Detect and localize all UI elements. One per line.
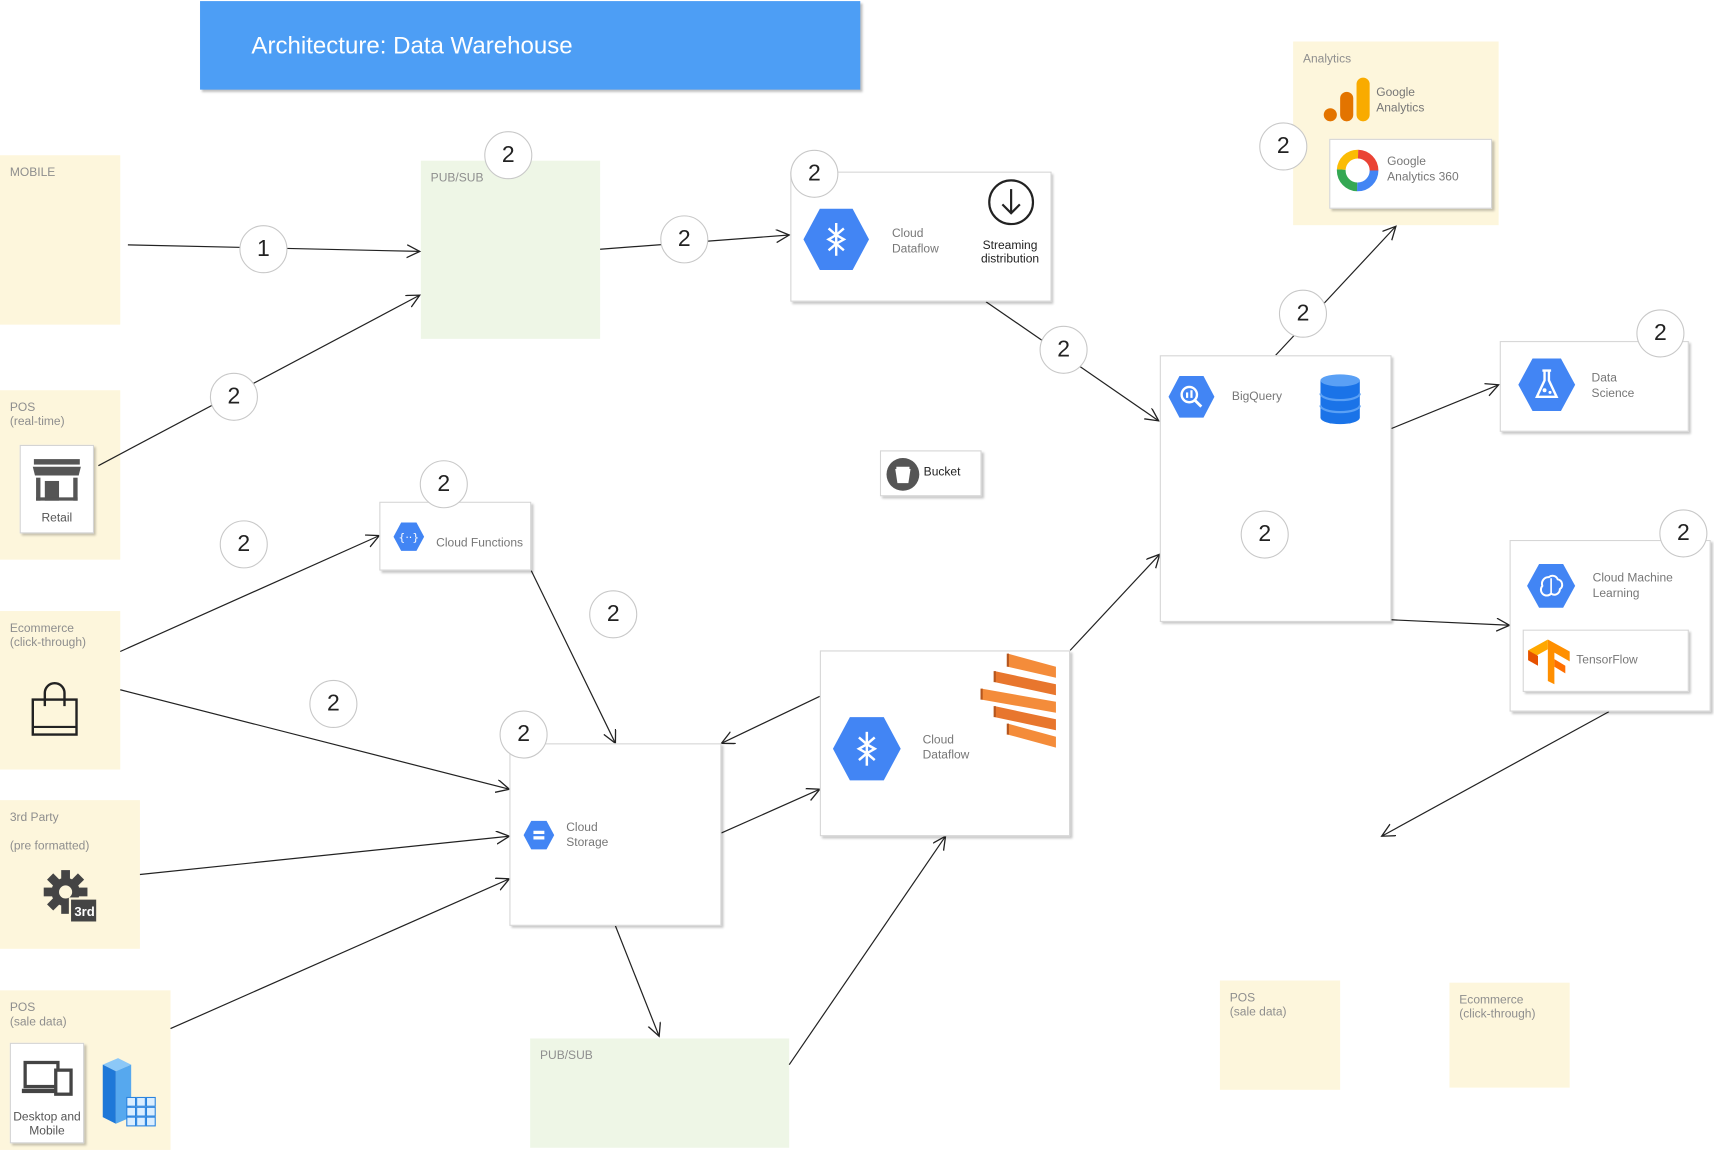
bigquery-label: BigQuery	[1231, 390, 1283, 404]
zone-label-pubsub-top: PUB/SUB	[430, 171, 484, 185]
retail-node[interactable]: Retail	[19, 444, 95, 534]
aws-kinesis-icon	[980, 653, 1056, 748]
edge-bigquery-ml	[1391, 620, 1510, 625]
tensorflow-label: TensorFlow	[1576, 653, 1638, 667]
step-badge-cloud-functions: 2	[419, 460, 468, 509]
step-badge-cloud-ml: 2	[1659, 509, 1708, 558]
zone-label-pos-sale-right: POS (sale data)	[1229, 991, 1287, 1019]
step-badge-ecommerce-storage: 2	[309, 679, 358, 729]
cloud-functions-label: Cloud Functions	[436, 536, 524, 550]
zone-label-mobile: MOBILE	[9, 166, 56, 180]
tensorflow-card[interactable]: TensorFlow	[1522, 629, 1689, 692]
step-badge-pubsub: 2	[484, 131, 533, 180]
bucket-icon	[886, 458, 920, 491]
step-badge-dataflow-bigquery: 2	[1039, 325, 1088, 374]
retail-label: Retail	[41, 511, 73, 525]
edge-storage-pubsub	[614, 925, 659, 1036]
step-badge-mobile: 1	[239, 225, 288, 274]
data-science-label: Data Science	[1591, 371, 1635, 401]
desktop-mobile-label: Desktop and Mobile	[13, 1110, 81, 1138]
cloud-storage-icon	[523, 820, 555, 850]
data-science-flask-icon	[1518, 358, 1576, 412]
cloud-dataflow-icon	[803, 208, 870, 270]
bucket-label: Bucket	[923, 465, 961, 479]
zone-label-analytics: Analytics	[1302, 52, 1352, 66]
zone-label-pos-sale: POS (sale data)	[9, 1001, 67, 1029]
zone-ecommerce-right: Ecommerce (click-through)	[1449, 982, 1570, 1088]
analytics-360-ring-icon	[1336, 149, 1379, 192]
edge-ml-out	[1382, 711, 1610, 837]
zone-pubsub-top: PUB/SUB	[420, 160, 601, 339]
desktop-mobile-icon	[21, 1060, 73, 1096]
cloud-ml-brain-icon	[1527, 564, 1576, 608]
third-party-gear-icon	[43, 870, 99, 924]
google-analytics-label: Google Analytics	[1376, 86, 1425, 115]
tensorflow-icon	[1528, 639, 1570, 685]
edge-dataflow2-storage	[721, 695, 821, 743]
cloud-storage-card[interactable]: Cloud Storage	[509, 743, 722, 926]
zone-pos-sale-right: POS (sale data)	[1219, 980, 1341, 1090]
edge-storage-dataflow2	[721, 789, 819, 834]
google-analytics-360-label: Google Analytics 360	[1387, 155, 1459, 184]
third-party-badge-text: 3rd	[74, 903, 95, 920]
cloud-ml-label: Cloud Machine Learning	[1592, 571, 1673, 601]
zone-ecommerce: Ecommerce (click-through)	[0, 611, 121, 770]
step-badge-pos: 2	[209, 372, 258, 421]
cloud-dataflow-bottom-label: Cloud Dataflow	[922, 733, 970, 762]
cloud-storage-label: Cloud Storage	[566, 820, 609, 850]
step-badge-data-science: 2	[1636, 309, 1685, 358]
desktop-mobile-node[interactable]: Desktop and Mobile	[9, 1042, 85, 1144]
zone-label-third-party: 3rd Party (pre formatted)	[9, 811, 90, 853]
zone-label-pos-realtime: POS (real-time)	[9, 401, 65, 429]
step-badge-bigquery-inner: 2	[1240, 510, 1289, 559]
step-badge-dataflow-top: 2	[790, 149, 839, 198]
bigquery-icon	[1168, 376, 1215, 418]
step-badge-functions-storage: 2	[589, 590, 638, 639]
database-cylinder-icon	[1319, 374, 1361, 425]
zone-third-party: 3rd Party (pre formatted)	[0, 800, 140, 949]
store-icon	[32, 459, 81, 501]
step-badge-pubsub-dataflow: 2	[660, 215, 709, 264]
step-badge-bigquery-analytics: 2	[1278, 289, 1328, 338]
cloud-dataflow-batch-card[interactable]: Cloud Dataflow	[819, 650, 1071, 837]
google-analytics-icon	[1323, 77, 1370, 122]
cloud-dataflow-streaming-card[interactable]: Cloud Dataflow Streaming distribution	[790, 171, 1052, 302]
data-science-card[interactable]: Data Science	[1499, 341, 1689, 432]
cloud-dataflow-top-label: Cloud Dataflow	[891, 227, 939, 256]
title-banner: Architecture: Data Warehouse	[200, 1, 861, 90]
edge-pubsub-dataflow2	[788, 836, 945, 1066]
edge-thirdparty-storage	[139, 836, 509, 876]
page-title: Architecture: Data Warehouse	[251, 31, 573, 59]
edge-dataflow2-bigquery	[1069, 554, 1160, 651]
cloud-dataflow-icon	[832, 717, 901, 781]
step-badge-analytics: 2	[1259, 122, 1308, 171]
bucket-card[interactable]: Bucket	[879, 450, 982, 497]
bigquery-card[interactable]: BigQuery	[1159, 355, 1392, 622]
edge-possale-storage	[170, 879, 510, 1030]
edge-pos-pubsub	[98, 295, 419, 467]
zone-label-ecommerce-right: Ecommerce (click-through)	[1459, 993, 1536, 1021]
zone-mobile: MOBILE	[0, 155, 121, 325]
zone-pubsub-bottom: PUB/SUB	[530, 1038, 790, 1148]
cloud-functions-icon: {··}	[393, 522, 425, 551]
cloud-functions-card[interactable]: {··} Cloud Functions	[379, 501, 532, 571]
server-database-icon	[102, 1058, 156, 1127]
google-analytics-360-card[interactable]: Google Analytics 360	[1329, 138, 1493, 209]
download-arrow-icon	[988, 179, 1035, 226]
streaming-distribution-label: Streaming distribution	[980, 239, 1040, 266]
step-badge-ecommerce-functions: 2	[219, 520, 268, 569]
shopping-bag-icon	[31, 681, 78, 736]
edge-bigquery-datascience	[1391, 385, 1499, 430]
svg-text:{··}: {··}	[398, 531, 419, 544]
step-badge-cloud-storage: 2	[499, 710, 548, 759]
zone-label-ecommerce: Ecommerce (click-through)	[9, 621, 87, 650]
zone-label-pubsub-bottom: PUB/SUB	[539, 1049, 593, 1063]
